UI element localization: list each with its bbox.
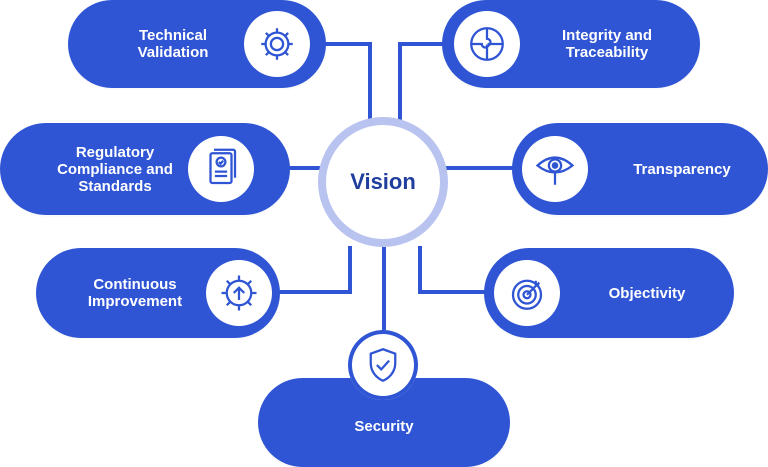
node-label: Technical Validation xyxy=(137,27,209,61)
center-vision-node: Vision xyxy=(318,117,448,247)
gear-icon xyxy=(244,11,310,77)
target-icon xyxy=(494,260,560,326)
node-label: Transparency xyxy=(633,160,731,178)
node-label: Regulatory Compliance and Standards xyxy=(57,143,173,195)
shield-check-icon xyxy=(348,330,418,400)
node-label: Security xyxy=(354,417,414,435)
node-label: Integrity and Traceability xyxy=(561,27,652,61)
document-check-icon xyxy=(188,136,254,202)
node-transparency: Transparency xyxy=(512,123,768,215)
node-label: Objectivity xyxy=(608,284,686,302)
node-regulatory-compliance: Regulatory Compliance and Standards xyxy=(0,123,290,215)
node-continuous-improvement: Continuous Improvement xyxy=(36,248,280,338)
node-integrity-traceability: Integrity and Traceability xyxy=(442,0,700,88)
node-label: Continuous Improvement xyxy=(87,276,183,310)
node-technical-validation: Technical Validation xyxy=(68,0,326,88)
gear-arrow-up-icon xyxy=(206,260,272,326)
center-title: Vision xyxy=(350,169,416,194)
node-objectivity: Objectivity xyxy=(484,248,734,338)
puzzle-icon xyxy=(454,11,520,77)
eye-magnifier-icon xyxy=(522,136,588,202)
